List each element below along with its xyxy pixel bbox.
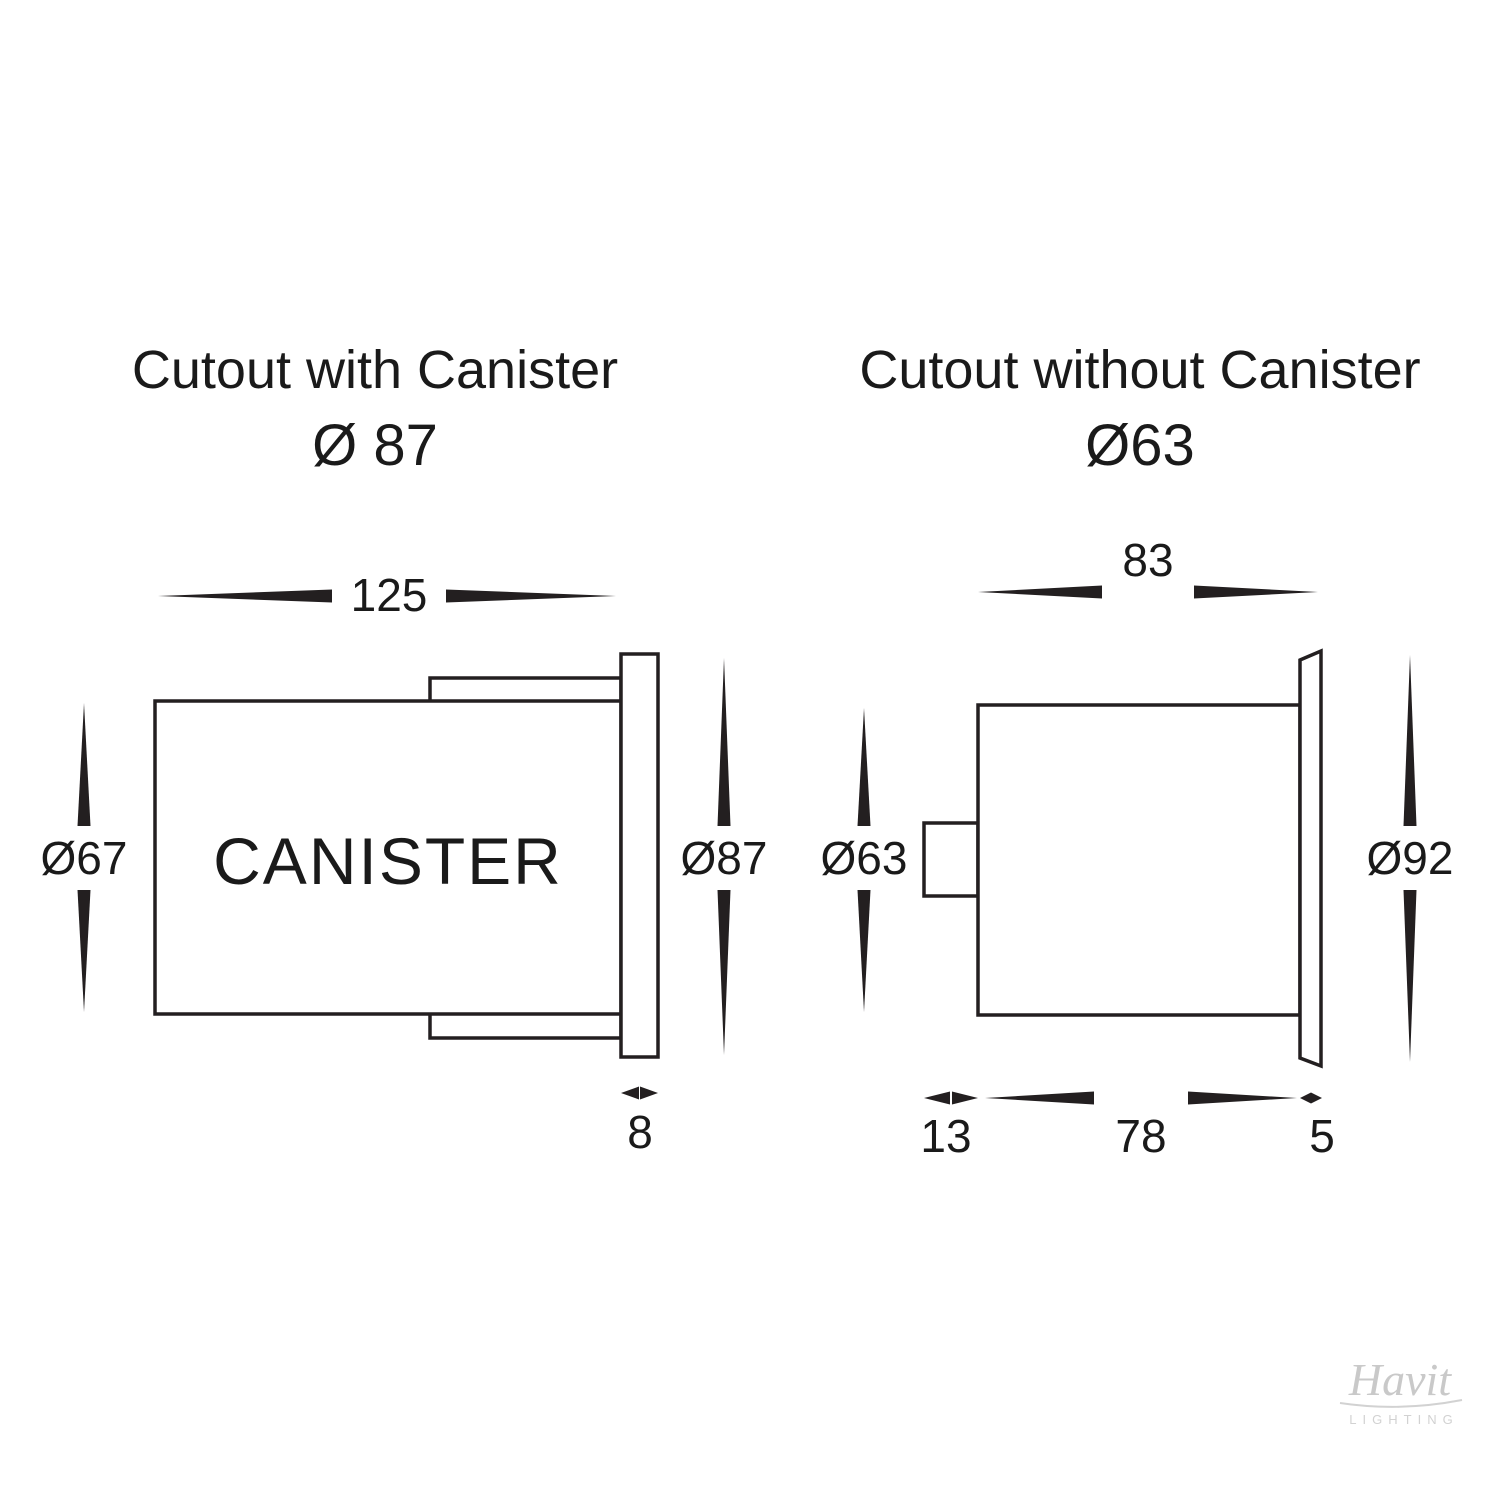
left-body-diameter-value: Ø67 <box>41 832 128 884</box>
right-plate-thickness-dimension: 5 <box>1300 1092 1335 1162</box>
dim-arrow-down <box>717 890 731 1055</box>
dim-arrow-left <box>924 1091 950 1105</box>
left-body-diameter-dimension: Ø67 <box>41 703 128 1012</box>
dim-arrow-right <box>1311 1092 1322 1104</box>
left-plate-diameter-value: Ø87 <box>681 832 768 884</box>
left-part-geometry: CANISTER <box>153 652 660 1059</box>
fitting-body-outline <box>976 703 1302 1017</box>
left-cutout-diameter-label: Ø 87 <box>312 413 438 478</box>
right-body-depth-dimension: 78 <box>985 1091 1297 1162</box>
left-depth-dimension-value: 125 <box>351 569 428 621</box>
diagram-with-canister: Cutout with Canister Ø 87 125 CANISTER Ø… <box>41 340 768 1158</box>
left-plate-diameter-dimension: Ø87 <box>681 658 768 1055</box>
dim-arrow-up <box>857 708 871 826</box>
dim-arrow-right <box>952 1091 978 1105</box>
dim-arrow-right <box>640 1086 658 1100</box>
left-faceplate-outline <box>619 652 660 1059</box>
dim-arrow-down <box>1403 890 1417 1062</box>
left-diagram-title: Cutout with Canister <box>132 340 618 400</box>
dim-arrow-up <box>1403 655 1417 826</box>
right-diagram-title: Cutout without Canister <box>859 340 1420 400</box>
right-plate-thickness-value: 5 <box>1309 1110 1335 1162</box>
right-body-diameter-dimension: Ø63 <box>821 708 908 1012</box>
left-plate-thickness-value: 8 <box>627 1106 653 1158</box>
dim-arrow-down <box>857 890 871 1012</box>
right-body-width-value: 83 <box>1122 534 1173 586</box>
canister-body-outline <box>153 699 623 1016</box>
dim-arrow-left <box>978 585 1102 599</box>
dim-arrow-left <box>158 589 332 603</box>
dim-arrow-up <box>77 703 91 826</box>
left-plate-thickness-dimension: 8 <box>621 1086 658 1158</box>
canister-body-label: CANISTER <box>213 824 563 898</box>
connector-outline <box>922 821 980 898</box>
diagram-without-canister: Cutout without Canister Ø63 83 Ø63 <box>821 340 1454 1162</box>
right-plate-diameter-value: Ø92 <box>1367 832 1454 884</box>
right-faceplate-outline <box>1298 648 1323 1069</box>
right-body-width-dimension: 83 <box>978 534 1318 599</box>
right-body-depth-value: 78 <box>1115 1110 1166 1162</box>
watermark-logo-text: Havit <box>1348 1354 1452 1405</box>
watermark-underline-flourish <box>1339 1399 1463 1408</box>
dim-arrow-left <box>621 1086 639 1100</box>
right-connector-depth-dimension: 13 <box>920 1091 978 1162</box>
dim-arrow-left <box>985 1091 1094 1105</box>
watermark-sub-text: LIGHTING <box>1349 1412 1458 1427</box>
dim-arrow-right <box>446 589 616 603</box>
dim-arrow-up <box>717 658 731 826</box>
right-part-geometry <box>922 648 1323 1069</box>
brand-watermark: Havit LIGHTING <box>1339 1354 1463 1427</box>
right-cutout-diameter-label: Ø63 <box>1085 413 1195 478</box>
left-depth-dimension: 125 <box>158 569 616 621</box>
dim-arrow-right <box>1194 585 1318 599</box>
dim-arrow-down <box>77 890 91 1012</box>
right-body-diameter-value: Ø63 <box>821 832 908 884</box>
right-connector-depth-value: 13 <box>920 1110 971 1162</box>
dim-arrow-right <box>1188 1091 1297 1105</box>
right-plate-diameter-dimension: Ø92 <box>1367 655 1454 1062</box>
dim-arrow-left <box>1300 1092 1311 1104</box>
